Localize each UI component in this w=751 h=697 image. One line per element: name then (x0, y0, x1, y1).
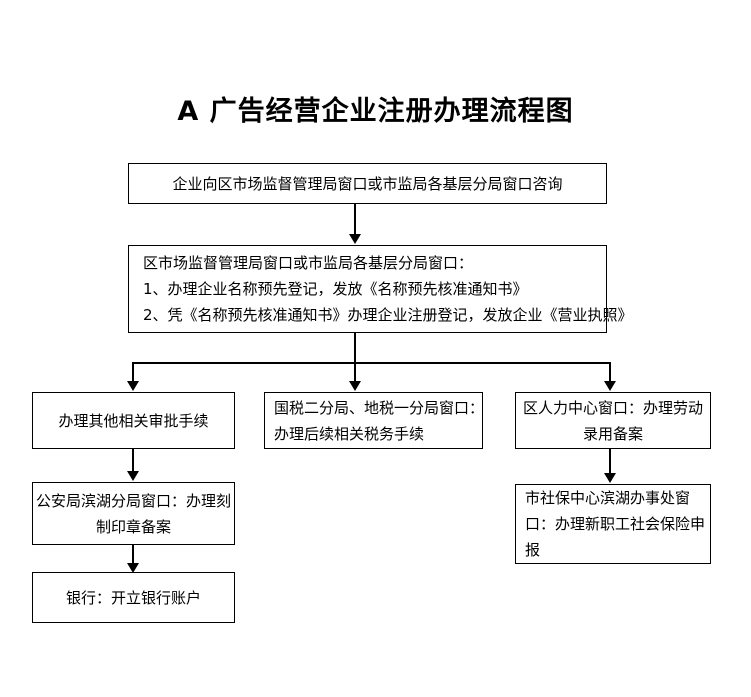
arrowhead-registration (349, 234, 361, 244)
connector-branch-middle (354, 362, 356, 382)
node-police-seal-line-2: 制印章备案 (95, 517, 171, 536)
node-police-seal: 公安局滨湖分局窗口：办理刻 制印章备案 (32, 482, 235, 545)
node-start-line-1: 企业向区市场监督管理局窗口或市监局各基层分局窗口咨询 (172, 174, 563, 193)
connector-labor-to-social-insurance (609, 449, 611, 475)
arrowhead-police-seal (127, 471, 139, 481)
connector-other-approval-to-police-seal (132, 449, 134, 473)
arrowhead-bank-account (127, 563, 139, 573)
node-other-approval: 办理其他相关审批手续 (32, 392, 235, 449)
arrowhead-tax-window (349, 381, 361, 391)
node-tax-window-line-2: 办理后续相关税务手续 (274, 424, 425, 443)
node-social-insurance-line-1: 市社保中心滨湖办事处窗 (525, 489, 691, 507)
node-tax-window-line-1: 国税二分局、地税一分局窗口： (274, 398, 485, 417)
node-registration-line-2: 1、办理企业名称预先登记，发放《名称预先核准通知书》 (143, 280, 528, 298)
page-title: A 广告经营企业注册办理流程图 (177, 96, 574, 127)
connector-branch-right (609, 362, 611, 382)
connector-police-seal-to-bank (132, 545, 134, 569)
arrowhead-social-insurance (604, 473, 616, 483)
node-other-approval-line-1: 办理其他相关审批手续 (58, 411, 209, 430)
node-bank-account-line-1: 银行：开立银行账户 (65, 588, 201, 607)
node-start: 企业向区市场监督管理局窗口或市监局各基层分局窗口咨询 (128, 163, 607, 204)
connector-registration-stem (354, 333, 356, 364)
node-registration-line-3: 2、凭《名称预先核准通知书》办理企业注册登记，发放企业《营业执照》 (143, 306, 633, 324)
node-tax-window: 国税二分局、地税一分局窗口： 办理后续相关税务手续 (264, 392, 485, 449)
node-labor-window: 区人力中心窗口：办理劳动 录用备案 (515, 392, 711, 449)
connector-branch-bus (132, 362, 611, 364)
node-social-insurance-line-2: 口：办理新职工社会保险申 (525, 515, 706, 533)
connector-branch-left (132, 362, 134, 382)
node-social-insurance-line-3: 报 (525, 541, 541, 559)
node-police-seal-line-1: 公安局滨湖分局窗口：办理刻 (35, 491, 231, 510)
node-labor-window-line-1: 区人力中心窗口：办理劳动 (522, 398, 703, 417)
node-registration-line-1: 区市场监督管理局窗口或市监局各基层分局窗口： (143, 254, 474, 272)
node-social-insurance: 市社保中心滨湖办事处窗 口：办理新职工社会保险申 报 (515, 484, 711, 564)
node-labor-window-line-2: 录用备案 (582, 424, 643, 443)
arrowhead-other-approval (127, 381, 139, 391)
connector-start-to-registration (354, 204, 356, 235)
node-registration: 区市场监督管理局窗口或市监局各基层分局窗口： 1、办理企业名称预先登记，发放《名… (128, 245, 633, 333)
node-bank-account: 银行：开立银行账户 (32, 572, 235, 623)
arrowhead-labor-window (604, 381, 616, 391)
